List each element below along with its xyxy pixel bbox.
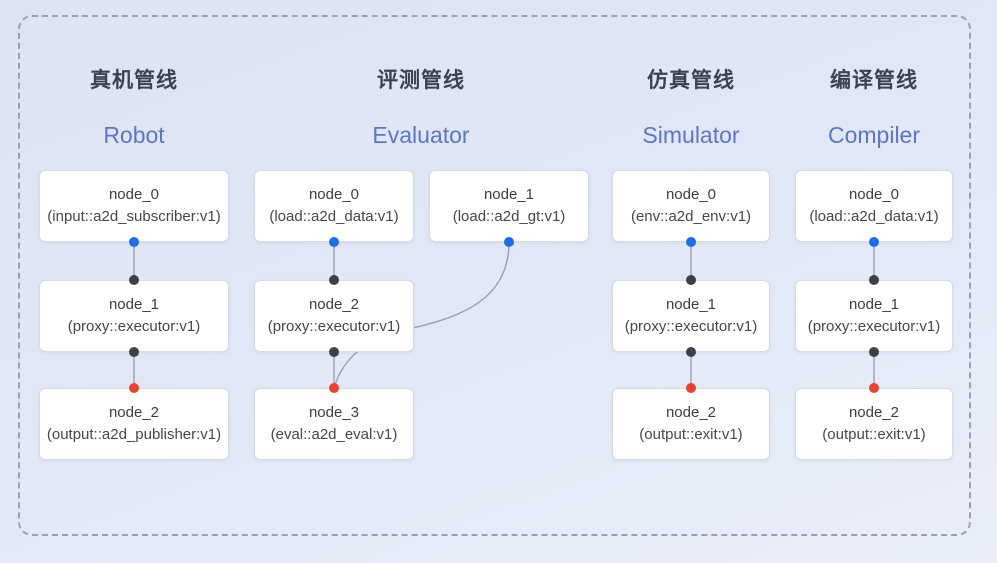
robot-node-2[interactable]: node_2 (output::a2d_publisher:v1) [39,388,229,460]
node-subtitle: (env::a2d_env:v1) [630,208,752,225]
robot-node-1[interactable]: node_1 (proxy::executor:v1) [39,280,229,352]
pipeline-title-cn-robot: 真机管线 [90,69,178,92]
input-port-dot [686,347,696,357]
node-title: node_0 [665,186,717,203]
output-port-dot [686,237,696,247]
output-port-dot [329,237,339,247]
node-title: node_0 [848,186,900,203]
pipeline-title-cn-compiler: 编译管线 [830,69,918,92]
pipeline-title-en-compiler: Compiler [827,122,921,148]
evaluator-node-0[interactable]: node_0 (load::a2d_data:v1) [254,170,414,242]
input-port-dot [869,347,879,357]
node-subtitle: (proxy::executor:v1) [267,318,401,335]
simulator-node-0[interactable]: node_0 (env::a2d_env:v1) [612,170,770,242]
compiler-node-0[interactable]: node_0 (load::a2d_data:v1) [795,170,953,242]
result-port-dot [869,383,879,393]
node-subtitle: (eval::a2d_eval:v1) [270,426,398,443]
node-subtitle: (load::a2d_gt:v1) [452,208,566,225]
node-subtitle: (input::a2d_subscriber:v1) [47,208,221,225]
output-port-dot [869,237,879,247]
node-subtitle: (proxy::executor:v1) [624,318,758,335]
node-title: node_1 [483,186,535,203]
node-subtitle: (load::a2d_data:v1) [809,208,939,225]
evaluator-node-1[interactable]: node_1 (load::a2d_gt:v1) [429,170,589,242]
node-title: node_2 [108,404,160,421]
input-port-dot [129,347,139,357]
result-port-dot [129,383,139,393]
compiler-node-2[interactable]: node_2 (output::exit:v1) [795,388,953,460]
node-subtitle: (proxy::executor:v1) [807,318,941,335]
output-port-dot [504,237,514,247]
node-title: node_0 [308,186,360,203]
node-title: node_2 [665,404,717,421]
node-title: node_2 [308,296,360,313]
node-subtitle: (output::exit:v1) [822,426,926,443]
input-port-dot [329,347,339,357]
input-port-dot [686,275,696,285]
result-port-dot [686,383,696,393]
node-subtitle: (output::a2d_publisher:v1) [46,426,222,443]
node-title: node_2 [848,404,900,421]
node-title: node_0 [108,186,160,203]
robot-node-0[interactable]: node_0 (input::a2d_subscriber:v1) [39,170,229,242]
compiler-node-1[interactable]: node_1 (proxy::executor:v1) [795,280,953,352]
evaluator-node-3[interactable]: node_3 (eval::a2d_eval:v1) [254,388,414,460]
node-subtitle: (output::exit:v1) [639,426,743,443]
node-title: node_1 [108,296,160,313]
dashed-boundary [18,15,971,536]
result-port-dot [329,383,339,393]
output-port-dot [129,237,139,247]
node-subtitle: (proxy::executor:v1) [67,318,201,335]
pipeline-title-en-simulator: Simulator [642,122,740,148]
input-port-dot [329,275,339,285]
pipeline-title-cn-simulator: 仿真管线 [647,69,735,92]
node-subtitle: (load::a2d_data:v1) [269,208,399,225]
pipeline-title-cn-evaluator: 评测管线 [377,69,465,92]
pipeline-title-en-robot: Robot [103,122,165,148]
pipeline-title-en-evaluator: Evaluator [372,122,470,148]
node-title: node_1 [665,296,717,313]
input-port-dot [129,275,139,285]
simulator-node-2[interactable]: node_2 (output::exit:v1) [612,388,770,460]
evaluator-node-2[interactable]: node_2 (proxy::executor:v1) [254,280,414,352]
input-port-dot [869,275,879,285]
node-title: node_1 [848,296,900,313]
simulator-node-1[interactable]: node_1 (proxy::executor:v1) [612,280,770,352]
node-title: node_3 [308,404,360,421]
